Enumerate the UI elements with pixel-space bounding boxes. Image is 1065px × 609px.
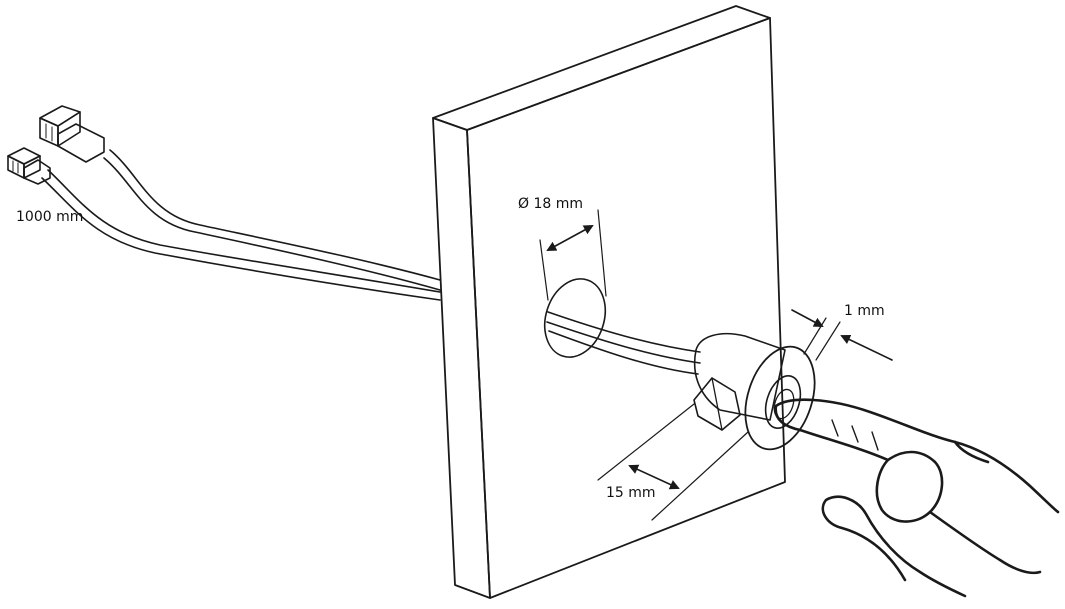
- hole-diameter-label: Ø 18 mm: [518, 196, 584, 212]
- mounting-panel: [432, 5, 786, 599]
- flange-thickness-label: 1 mm: [844, 303, 885, 319]
- panel-side-edge: [432, 117, 491, 599]
- panel-top-edge: [432, 5, 771, 131]
- connector-bottom-icon: [7, 147, 51, 185]
- cable-length-label: 1000 mm: [16, 209, 84, 225]
- dimension-mount-depth: [597, 403, 749, 521]
- panel-face: [466, 17, 786, 599]
- push-button-device: [693, 332, 816, 451]
- dimension-hole-diameter: [539, 209, 607, 301]
- cable-assembly: [41, 149, 441, 301]
- panel-hole: [543, 278, 607, 358]
- cable-through-hole: [546, 311, 701, 375]
- dimension-flange-thickness: [791, 309, 893, 361]
- hand-finger-icon: [774, 398, 1060, 598]
- mount-depth-label: 15 mm: [606, 485, 656, 501]
- flange-ring: [744, 345, 816, 451]
- connector-top-icon: [39, 105, 105, 163]
